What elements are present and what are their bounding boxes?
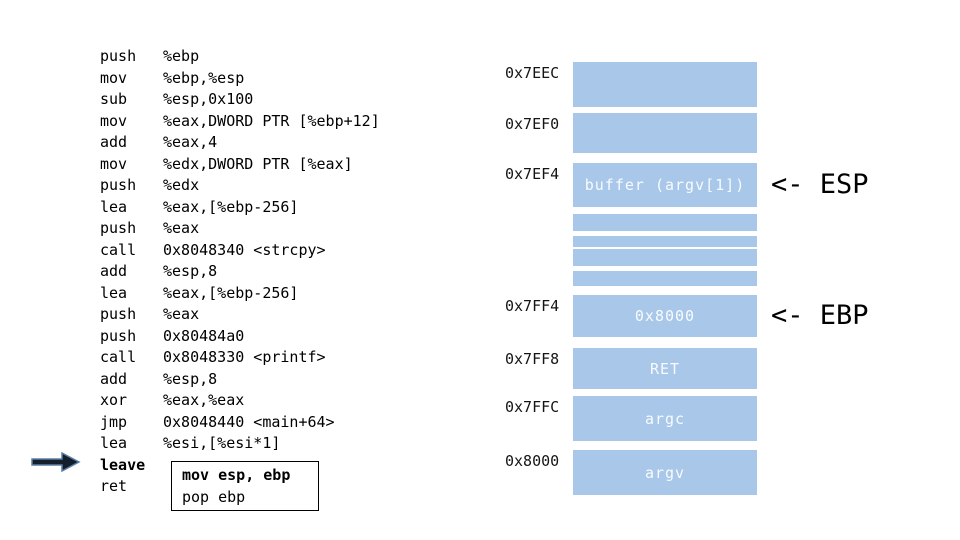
code-line: jmp 0x8048440 <main+64> [100,412,380,434]
stack-cell [573,113,757,153]
leave-arrow-icon [31,451,81,476]
code-line: ret [100,476,380,498]
operand: %eax,4 [163,133,218,151]
mnemonic: push [100,176,137,194]
code-line: mov %eax,DWORD PTR [%ebp+12] [100,111,380,133]
operand: %esi,[%esi*1] [163,434,281,452]
code-line: mov %edx,DWORD PTR [%eax] [100,154,380,176]
operand: 0x8048440 <main+64> [163,412,335,431]
stack-address: 0x8000 [505,452,560,470]
operand: 0x8048330 <printf> [163,348,326,366]
mnemonic: mov [100,154,128,173]
code-line: call 0x8048340 <strcpy> [100,240,380,262]
operand: %ebp [163,47,200,65]
stack-address: 0x7EEC [505,64,560,82]
code-line: push %eax [100,304,380,326]
code-line: push %ebp [100,46,380,68]
ellipsis-strip [573,236,757,247]
code-line: sub %esp,0x100 [100,89,380,111]
operand: %edx [163,176,200,194]
operand: %esp,8 [163,369,218,388]
operand: %eax,%eax [163,391,245,409]
stack-cell: argv [573,450,757,495]
stack-cell-label: argv [644,463,686,482]
mnemonic: add [100,369,128,388]
operand: %edx,DWORD PTR [%eax] [163,154,353,173]
stack-cell: buffer (argv[1]) [573,163,757,207]
stack-cell: RET [573,348,757,389]
mnemonic: push [100,305,137,323]
stack-cell: argc [573,396,757,441]
mnemonic: sub [100,90,128,108]
ebp-pointer: <- EBP [771,300,869,331]
code-line: add %eax,4 [100,132,380,154]
mnemonic: push [100,326,137,345]
code-line: push %edx [100,175,380,197]
esp-pointer: <- ESP [771,169,869,200]
mnemonic: lea [100,197,128,216]
mnemonic: call [100,240,137,259]
mnemonic: push [100,47,137,65]
code-line: leave [100,455,380,477]
stack-cell-label: argc [644,409,686,428]
stack-cell [573,62,757,107]
stack-cell-label: 0x8000 [634,307,696,325]
mnemonic: ret [100,477,128,495]
mnemonic: add [100,262,128,280]
leave-detail-line-1: mov esp, ebp [182,466,291,484]
code-line: push %eax [100,218,380,240]
mnemonic: mov [100,68,128,87]
stack-address: 0x7FF4 [505,297,560,315]
operand: %eax,[%ebp-256] [163,283,299,302]
mnemonic: lea [100,283,128,302]
mnemonic: lea [100,434,128,452]
stack-cell-label: RET [649,359,681,378]
mnemonic: jmp [100,412,128,431]
stack-address: 0x7EF0 [505,115,560,133]
stack-address: 0x7FF8 [505,350,560,368]
operand: %eax [163,219,200,237]
code-line: lea %eax,[%ebp-256] [100,283,380,305]
ellipsis-strip [573,249,757,266]
code-line: lea %eax,[%ebp-256] [100,197,380,219]
code-line: mov %ebp,%esp [100,68,380,90]
code-line: push 0x80484a0 [100,326,380,348]
ellipsis-strip [573,214,757,231]
operand: %esp,0x100 [163,90,254,108]
mnemonic: mov [100,111,128,130]
mnemonic: push [100,219,137,237]
stack-address: 0x7FFC [505,398,560,416]
operand: %ebp,%esp [163,68,245,87]
code-line: add %esp,8 [100,261,380,283]
code-line: lea %esi,[%esi*1] [100,433,380,455]
assembly-listing: push %ebp mov %ebp,%esp sub %esp,0x100 mov %eax… [100,46,380,498]
operand: 0x8048340 <strcpy> [163,240,326,259]
leave-detail-box: mov esp, ebp pop ebp [171,461,319,511]
stack-address: 0x7EF4 [505,165,560,183]
code-line: xor %eax,%eax [100,390,380,412]
code-line: add %esp,8 [100,369,380,391]
mnemonic: add [100,133,128,151]
stack-cell: 0x8000 [573,295,757,337]
code-line: call 0x8048330 <printf> [100,347,380,369]
ellipsis-strip [573,271,757,286]
operand: %eax,[%ebp-256] [163,197,299,216]
operand: %eax,DWORD PTR [%ebp+12] [163,111,380,130]
leave-detail-line-2: pop ebp [182,488,246,506]
operand: %eax [163,305,200,323]
operand: 0x80484a0 [163,326,245,345]
mnemonic: call [100,348,137,366]
stack-cell-label: buffer (argv[1]) [584,176,746,194]
mnemonic: xor [100,391,128,409]
operand: %esp,8 [163,262,218,280]
mnemonic: leave [100,455,146,474]
